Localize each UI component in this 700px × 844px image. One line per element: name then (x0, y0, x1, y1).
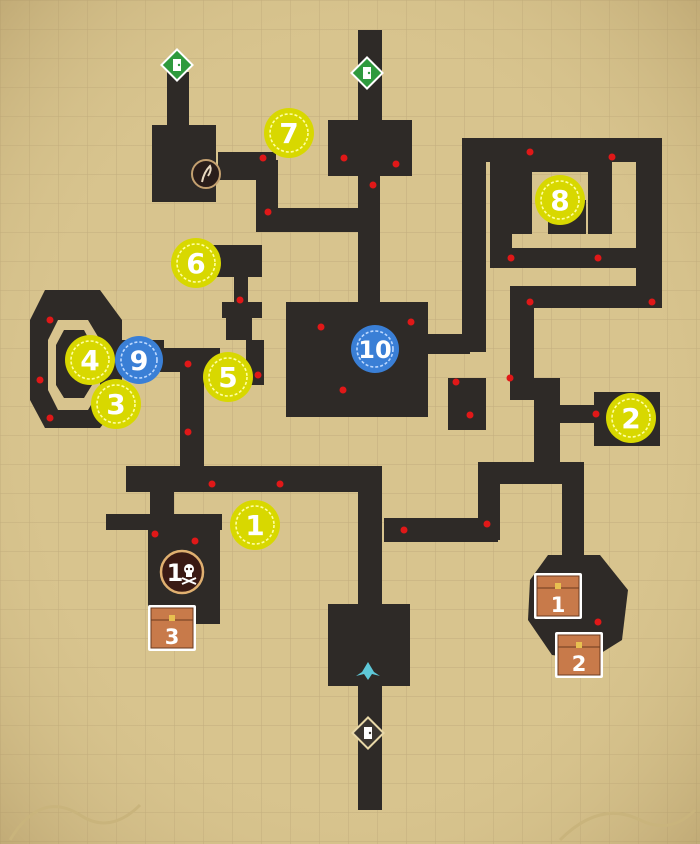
corner-flourish (8, 803, 697, 842)
skull-icon (181, 564, 197, 585)
door-icon (350, 56, 384, 90)
yellow-marker-label: 4 (80, 344, 99, 377)
treasure-chest-label: 1 (551, 593, 566, 617)
whip-icon (191, 159, 221, 189)
yellow-marker: 3 (91, 379, 141, 429)
yellow-marker: 5 (203, 352, 253, 402)
treasure-chest: 1 (534, 573, 582, 619)
blue-marker-label: 10 (358, 336, 391, 364)
yellow-marker: 8 (535, 175, 585, 225)
yellow-marker: 4 (65, 335, 115, 385)
yellow-marker: 2 (606, 393, 656, 443)
boss-marker-label: 1 (167, 559, 184, 587)
boss-marker: 1 (159, 549, 205, 595)
treasure-chest-label: 3 (165, 625, 180, 649)
yellow-marker: 7 (264, 108, 314, 158)
door-icon (160, 48, 194, 82)
yellow-marker-label: 3 (106, 388, 125, 421)
stairs-icon (356, 662, 380, 680)
yellow-marker: 6 (171, 238, 221, 288)
door-icon (351, 716, 385, 750)
treasure-chest: 2 (555, 632, 603, 678)
treasure-chest: 3 (148, 605, 196, 651)
yellow-marker-label: 8 (550, 184, 569, 217)
blue-marker-label: 9 (130, 346, 149, 377)
blue-marker: 10 (351, 325, 399, 373)
yellow-marker-label: 2 (621, 402, 640, 435)
yellow-marker-label: 7 (279, 117, 298, 150)
yellow-marker-label: 1 (245, 509, 264, 542)
yellow-marker: 1 (230, 500, 280, 550)
enemy-dots (36, 148, 656, 626)
treasure-chest-label: 2 (572, 652, 587, 676)
yellow-marker-label: 5 (218, 361, 237, 394)
yellow-marker-label: 6 (186, 247, 205, 280)
blue-marker: 9 (115, 336, 163, 384)
